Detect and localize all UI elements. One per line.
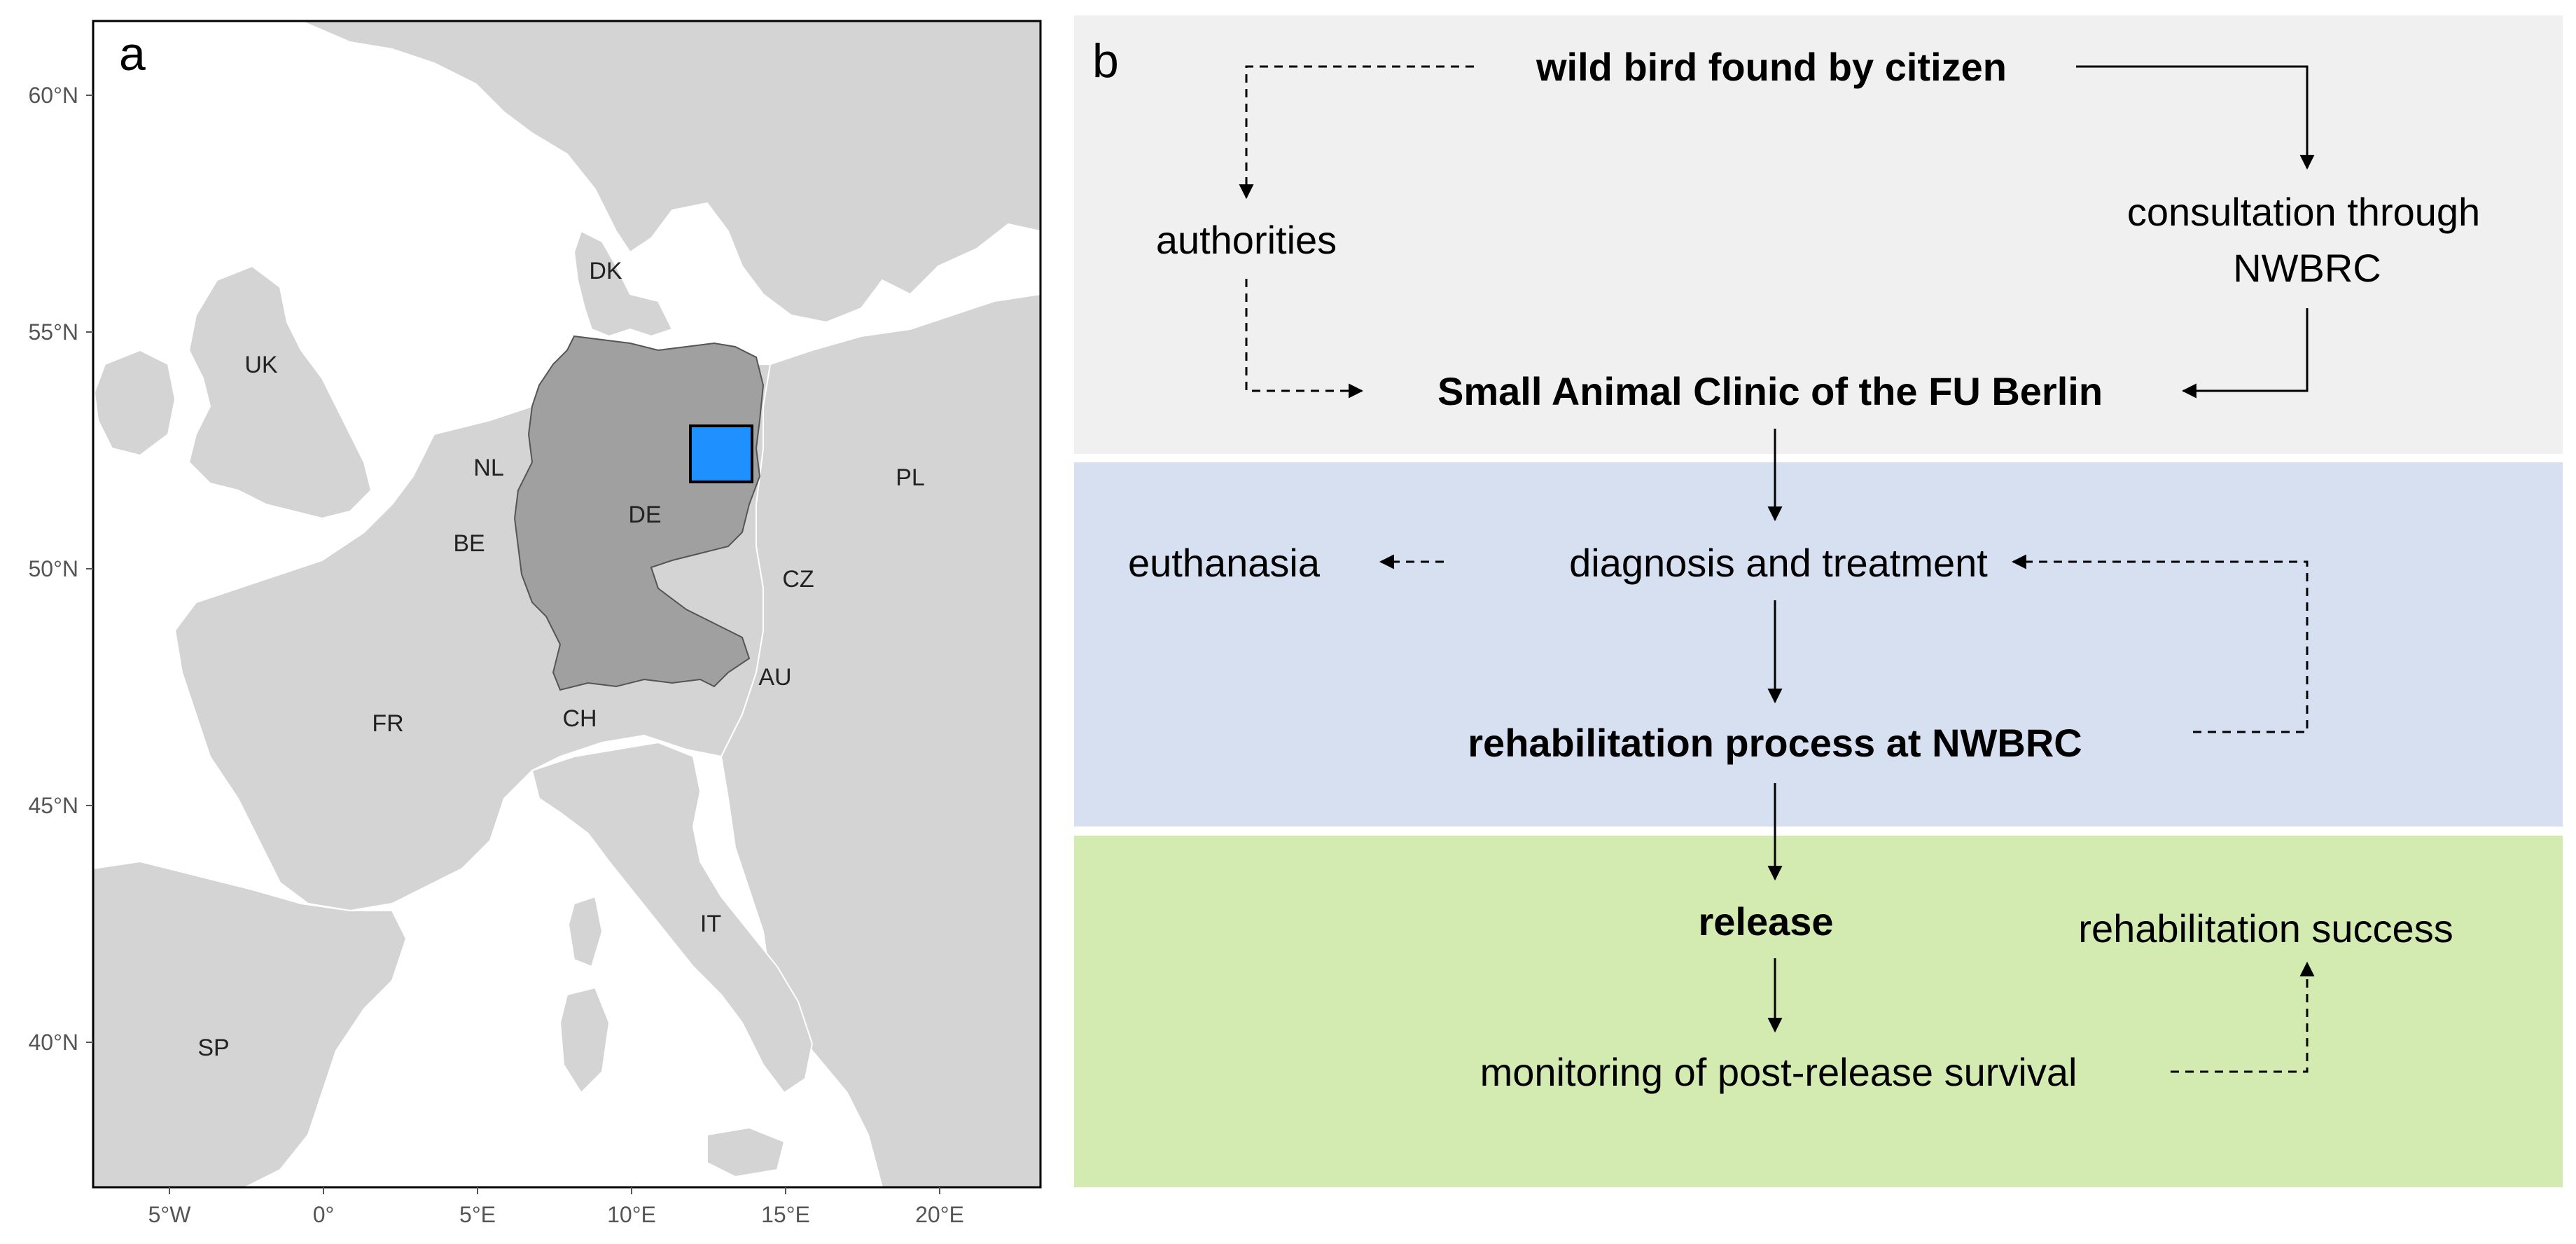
flowchart-connectors [1239,65,2315,1073]
lon-tick: 20°E [915,1202,964,1227]
land-iberia [92,860,408,1188]
lon-tick: 5°W [148,1202,192,1227]
node-rehab-success: rehabilitation success [2078,906,2453,951]
lat-tick: 50°N [29,556,79,581]
label-nl: NL [473,455,503,481]
arrow-rehab-to-diagnosis [2011,554,2309,733]
map-frame [92,20,1042,1189]
lon-tick: 5°E [459,1202,496,1227]
land-ireland [93,349,176,457]
lat-tick: 55°N [29,319,79,345]
node-consultation-line1: consultation through [2127,190,2480,234]
map-panel [92,20,1042,1189]
arrow-consultation-to-clinic [2181,308,2309,399]
label-sp: SP [197,1035,229,1061]
lat-tick: 60°N [29,83,79,108]
study-area-marker [689,424,753,483]
land-uk [188,265,373,520]
label-it: IT [700,911,721,937]
label-ch: CH [562,705,597,732]
lon-tick: 10°E [607,1202,656,1227]
arrow-authorities-to-clinic [1245,279,1364,399]
lon-axis: 5°W 0° 5°E 10°E 15°E 20°E [148,1187,964,1227]
land-sicily [706,1126,786,1178]
band-middle [1074,462,2563,827]
node-release: release [1698,899,1833,944]
label-au: AU [758,664,791,691]
node-authorities: authorities [1156,218,1337,262]
panel-a-letter: a [119,27,146,81]
label-fr: FR [372,710,403,737]
label-be: BE [453,530,485,557]
land-scandinavia [300,20,1041,324]
lat-tick: 40°N [29,1030,79,1055]
label-pl: PL [896,464,925,491]
band-bottom [1074,836,2563,1187]
node-rehab-process: rehabilitation process at NWBRC [1468,721,2082,765]
node-consultation-line2: NWBRC [2233,246,2381,290]
panel-b-letter: b [1092,34,1119,88]
band-top [1074,15,2563,454]
flowchart-panel [1074,15,2563,1187]
lon-tick: 0° [313,1202,335,1227]
flowchart-nodes: wild bird found by citizen authorities c… [1128,45,2480,1094]
land-denmark [573,230,674,338]
arrow-bird-to-authorities [1239,65,1474,200]
label-de: DE [628,502,661,528]
land-italy [531,741,814,1094]
node-wild-bird: wild bird found by citizen [1536,45,2007,89]
lon-tick: 15°E [761,1202,810,1227]
node-diagnosis: diagnosis and treatment [1569,541,1988,585]
node-monitoring: monitoring of post-release survival [1480,1050,2077,1094]
land-corsica [567,895,604,968]
lat-axis: 60°N 55°N 50°N 45°N 40°N [29,83,93,1055]
lat-tick: 45°N [29,793,79,818]
node-clinic: Small Animal Clinic of the FU Berlin [1437,369,2103,413]
node-euthanasia: euthanasia [1128,541,1321,585]
country-labels: DK UK NL BE DE PL CZ AU CH FR IT SP [197,258,924,1061]
arrow-bird-to-consultation [2076,65,2315,170]
arrow-monitoring-to-success [2171,961,2315,1073]
label-dk: DK [589,258,622,284]
label-cz: CZ [782,566,814,593]
label-uk: UK [244,352,278,378]
land-sardinia [559,986,611,1094]
